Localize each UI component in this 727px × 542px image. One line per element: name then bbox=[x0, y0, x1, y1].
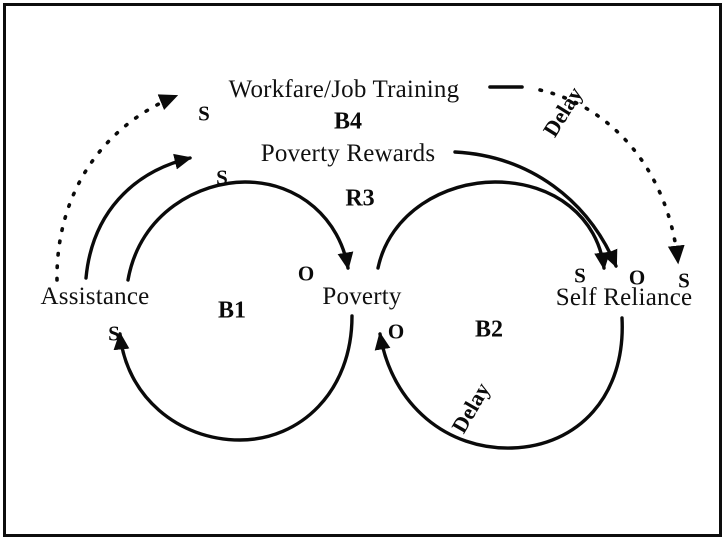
loop-label-b1: B1 bbox=[217, 297, 247, 324]
link-poverty-rewards-to-self-reliance bbox=[453, 150, 618, 269]
link-assistance-to-poverty-rewards bbox=[84, 153, 193, 280]
polarity-s-self-reliance-left: S bbox=[574, 263, 586, 288]
loop-label-b2: B2 bbox=[474, 316, 504, 343]
link-poverty-bottom-to-assistance bbox=[113, 314, 354, 442]
link-assistance-top-to-poverty bbox=[126, 180, 354, 282]
polarity-s-assistance-inbound: S bbox=[108, 321, 120, 346]
link-workfare-delay-dotted-tail bbox=[538, 88, 685, 265]
polarity-o-poverty-inbound: O bbox=[297, 261, 315, 286]
node-assistance[interactable]: Assistance bbox=[40, 283, 150, 310]
node-workfare-job-training[interactable]: Workfare/Job Training bbox=[228, 76, 460, 103]
polarity-s-workfare: S bbox=[198, 101, 210, 126]
polarity-o-self-reliance-middle: O bbox=[628, 265, 646, 290]
node-self-reliance[interactable]: Self Reliance bbox=[555, 284, 693, 311]
link-poverty-top-to-self-reliance bbox=[376, 180, 611, 271]
loop-label-r3: R3 bbox=[345, 185, 375, 212]
polarity-o-poverty-upward: O bbox=[387, 319, 405, 344]
node-poverty-rewards[interactable]: Poverty Rewards bbox=[260, 140, 436, 167]
loop-label-b4: B4 bbox=[333, 108, 363, 135]
link-self-reliance-bottom-to-poverty bbox=[374, 316, 624, 450]
polarity-s-self-reliance-right: S bbox=[678, 268, 690, 293]
polarity-s-poverty-rewards: S bbox=[216, 165, 228, 190]
link-assistance-to-workfare-dotted bbox=[55, 94, 179, 282]
node-poverty[interactable]: Poverty bbox=[322, 283, 402, 310]
